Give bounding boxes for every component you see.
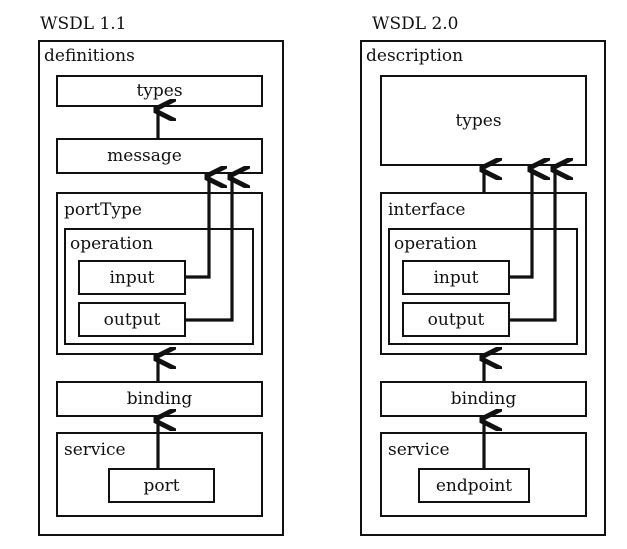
right-description-label: description [366, 46, 464, 66]
left-input-label: input [109, 267, 155, 288]
right-arrow-input-to-types [510, 169, 532, 279]
left-port-label: port [143, 475, 180, 496]
left-definitions-label: definitions [44, 46, 135, 66]
left-output-label: output [103, 309, 161, 330]
right-operation-box [388, 228, 578, 345]
left-message-label: message [107, 146, 182, 166]
right-endpoint-label: endpoint [435, 475, 513, 496]
left-porttype-label: portType [64, 200, 142, 220]
left-arrow-input-to-message [186, 177, 209, 279]
left-operation-label: operation [70, 234, 153, 254]
right-output-box: output [402, 302, 510, 337]
left-arrow-output-to-message [186, 177, 232, 322]
left-output-box: output [78, 302, 186, 337]
left-message-box: message [56, 138, 263, 174]
right-endpoint-box: endpoint [418, 468, 530, 503]
left-binding-label: binding [126, 389, 193, 409]
right-operation-label: operation [394, 234, 477, 254]
left-port-box: port [108, 468, 215, 503]
left-operation-box [64, 228, 254, 345]
right-arrow-output-to-types [510, 169, 555, 322]
right-description-box [360, 40, 606, 536]
left-service-label: service [64, 440, 126, 460]
right-types-label: types [455, 110, 502, 131]
right-output-label: output [427, 309, 485, 330]
left-definitions-box [38, 40, 284, 536]
left-title: WSDL 1.1 [40, 14, 127, 34]
right-binding-label: binding [450, 389, 517, 409]
right-input-box: input [402, 260, 510, 295]
right-interface-label: interface [388, 200, 466, 220]
left-types-label: types [136, 81, 183, 101]
right-input-label: input [433, 267, 479, 288]
left-input-box: input [78, 260, 186, 295]
right-service-label: service [388, 440, 450, 460]
right-title: WSDL 2.0 [372, 14, 459, 34]
